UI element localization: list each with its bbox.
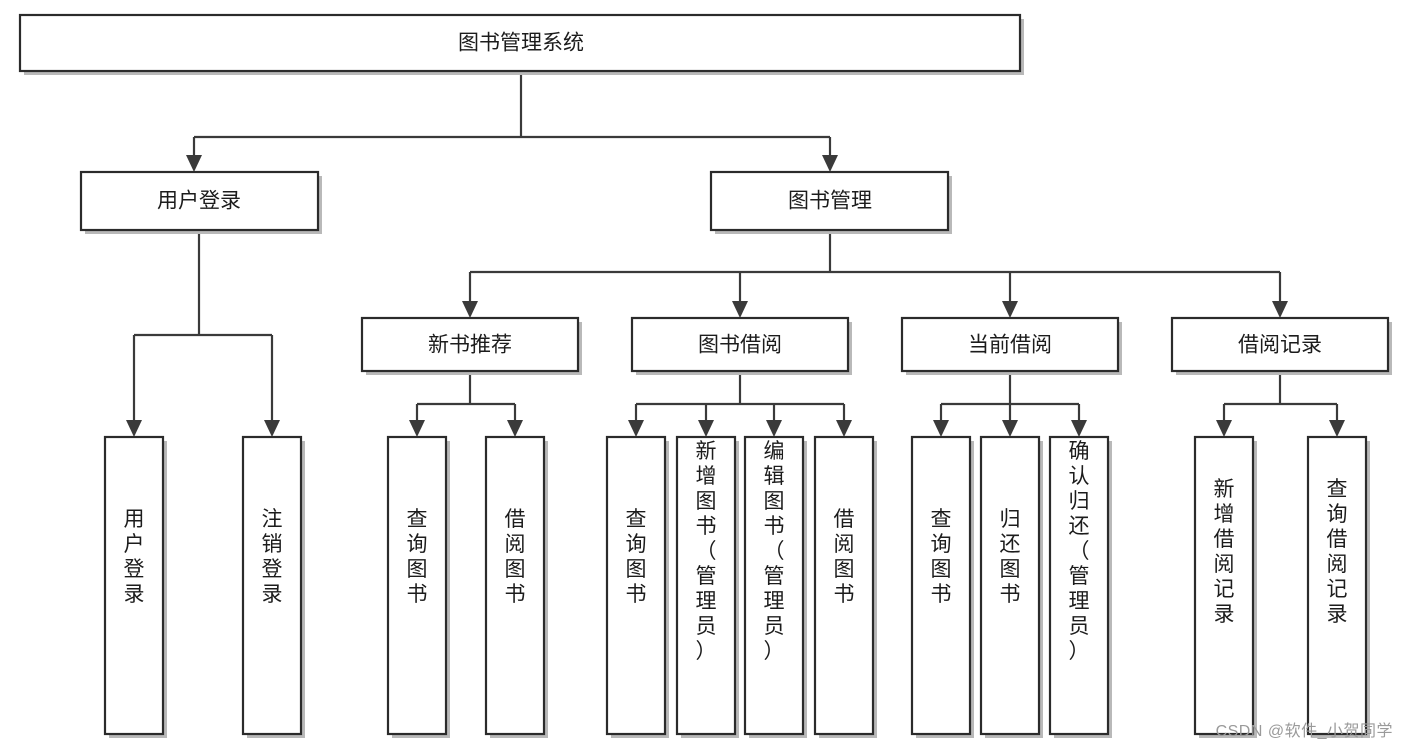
node-leaf-logout-box [241, 435, 303, 736]
arrowhead-user-login [186, 155, 202, 172]
node-leaf-confirm-return[interactable]: 确认归还（管理员） [1048, 435, 1112, 738]
node-leaf-query-book-1[interactable]: 查询图书 [386, 435, 450, 738]
node-book-manage-box [709, 170, 950, 232]
node-leaf-query-record[interactable]: 查询借阅记录 [1306, 435, 1370, 738]
node-leaf-add-record-label: 新增借阅记录 [1214, 478, 1235, 626]
node-leaf-logout-label: 注销登录 [262, 508, 283, 606]
node-borrow-record[interactable]: 借阅记录 [1170, 316, 1392, 375]
node-root-box [18, 13, 1022, 73]
node-leaf-return-book-label: 归还图书 [1000, 508, 1021, 606]
node-borrow-record-box [1170, 316, 1390, 373]
arrowhead-leaf-edit-book [766, 420, 782, 437]
arrowhead-leaf-user-login [126, 420, 142, 437]
node-leaf-logout[interactable]: 注销登录 [241, 435, 305, 738]
node-leaf-add-book[interactable]: 新增图书（管理员） [675, 435, 739, 738]
node-leaf-query-book-3[interactable]: 查询图书 [910, 435, 974, 738]
arrowhead-leaf-add-record [1216, 420, 1232, 437]
arrowhead-new-book-rec [462, 301, 478, 318]
arrowhead-borrow-record [1272, 301, 1288, 318]
arrowhead-current-borrow [1002, 301, 1018, 318]
node-book-borrow-box [630, 316, 850, 373]
node-leaf-borrow-book-2-box [813, 435, 875, 736]
node-new-book-rec-label: 新书推荐 [428, 334, 512, 357]
node-book-manage[interactable]: 图书管理 [709, 170, 952, 234]
node-leaf-confirm-return-label: 确认归还（管理员） [1069, 440, 1090, 663]
node-leaf-return-book-box [979, 435, 1041, 736]
arrowhead-leaf-query-book-2 [628, 420, 644, 437]
node-leaf-query-book-1-label: 查询图书 [407, 508, 428, 606]
node-user-login-box [79, 170, 320, 232]
arrowhead-leaf-confirm-return [1071, 420, 1087, 437]
node-leaf-query-book-2-label: 查询图书 [626, 508, 647, 606]
node-leaf-query-book-1-box [386, 435, 448, 736]
arrowhead-book-manage [822, 155, 838, 172]
node-leaf-borrow-book-1-box [484, 435, 546, 736]
node-leaf-confirm-return-box [1048, 435, 1110, 736]
node-leaf-borrow-book-2[interactable]: 借阅图书 [813, 435, 877, 738]
arrowhead-leaf-add-book [698, 420, 714, 437]
connector-group [126, 74, 1345, 437]
node-leaf-add-book-box [675, 435, 737, 736]
node-book-borrow-label: 图书借阅 [698, 334, 782, 357]
node-leaf-add-record-box [1193, 435, 1255, 736]
node-leaf-query-book-2-box [605, 435, 667, 736]
node-leaf-add-book-label: 新增图书（管理员） [696, 440, 717, 663]
node-current-borrow[interactable]: 当前借阅 [900, 316, 1122, 375]
arrowhead-leaf-logout [264, 420, 280, 437]
node-leaf-edit-book-box [743, 435, 805, 736]
node-leaf-edit-book-label: 编辑图书（管理员） [764, 440, 785, 663]
arrowhead-leaf-query-record [1329, 420, 1345, 437]
arrowhead-book-borrow [732, 301, 748, 318]
arrowhead-leaf-return-book [1002, 420, 1018, 437]
node-borrow-record-label: 借阅记录 [1238, 334, 1322, 357]
arrowhead-leaf-borrow-book-1 [507, 420, 523, 437]
node-leaf-query-book-3-box [910, 435, 972, 736]
node-leaf-borrow-book-2-label: 借阅图书 [834, 508, 855, 606]
arrowhead-leaf-query-book-1 [409, 420, 425, 437]
node-new-book-rec-box [360, 316, 580, 373]
node-user-login[interactable]: 用户登录 [79, 170, 322, 234]
node-leaf-user-login[interactable]: 用户登录 [103, 435, 167, 738]
node-book-borrow[interactable]: 图书借阅 [630, 316, 852, 375]
node-current-borrow-label: 当前借阅 [968, 334, 1052, 357]
node-leaf-return-book[interactable]: 归还图书 [979, 435, 1043, 738]
node-leaf-add-record[interactable]: 新增借阅记录 [1193, 435, 1257, 738]
node-root-label: 图书管理系统 [458, 32, 584, 55]
node-current-borrow-box [900, 316, 1120, 373]
node-leaf-borrow-book-1-label: 借阅图书 [505, 508, 526, 606]
node-leaf-query-record-box [1306, 435, 1368, 736]
node-leaf-query-record-label: 查询借阅记录 [1327, 478, 1348, 626]
arrowhead-leaf-borrow-book-2 [836, 420, 852, 437]
node-root[interactable]: 图书管理系统 [18, 13, 1024, 75]
node-leaf-borrow-book-1[interactable]: 借阅图书 [484, 435, 548, 738]
node-user-login-label: 用户登录 [157, 190, 241, 213]
arrowhead-leaf-query-book-3 [933, 420, 949, 437]
node-leaf-edit-book[interactable]: 编辑图书（管理员） [743, 435, 807, 738]
node-leaf-user-login-label: 用户登录 [124, 508, 145, 606]
node-leaf-query-book-2[interactable]: 查询图书 [605, 435, 669, 738]
node-new-book-rec[interactable]: 新书推荐 [360, 316, 582, 375]
node-leaf-query-book-3-label: 查询图书 [931, 508, 952, 606]
node-book-manage-label: 图书管理 [788, 190, 872, 213]
node-leaf-user-login-box [103, 435, 165, 736]
